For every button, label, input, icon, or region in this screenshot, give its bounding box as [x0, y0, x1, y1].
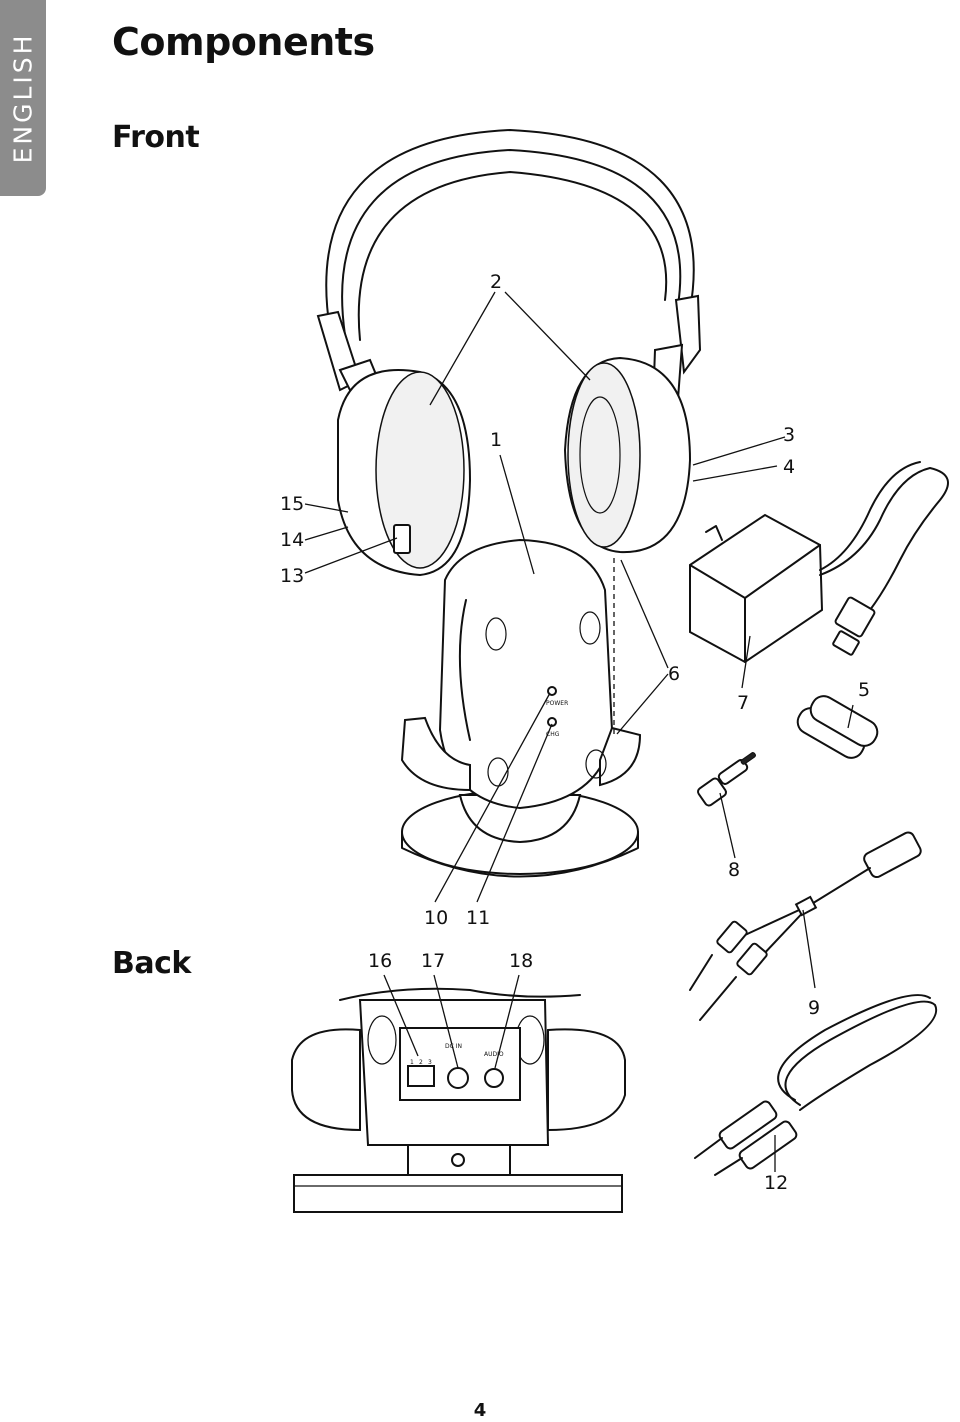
stereo-cable-illustration	[694, 994, 938, 1176]
jack-adapter-illustration	[697, 752, 756, 807]
callout-14: 14	[280, 529, 304, 551]
callout-18: 18	[509, 950, 533, 972]
page-number: 4	[473, 1400, 487, 1421]
batteries-illustration	[796, 695, 879, 759]
audio-label: AUDIO	[484, 1051, 504, 1058]
section-heading-front: Front	[112, 120, 200, 155]
callout-8: 8	[728, 859, 740, 881]
dc-in-label: DC IN	[445, 1043, 462, 1050]
channel-1-label: 1	[410, 1059, 414, 1066]
callout-6: 6	[668, 663, 680, 685]
callout-7: 7	[737, 692, 749, 714]
callout-2: 2	[490, 271, 502, 293]
charge-led-label: CHG	[546, 731, 560, 738]
callout-leader-lines	[304, 291, 854, 1172]
callout-11: 11	[466, 907, 490, 929]
y-cable-illustration	[689, 831, 922, 1021]
callout-10: 10	[424, 907, 448, 929]
channel-3-label: 3	[428, 1059, 432, 1066]
callout-3: 3	[783, 424, 795, 446]
language-tab: ENGLISH	[0, 0, 46, 196]
callout-15: 15	[280, 493, 304, 515]
channel-2-label: 2	[419, 1059, 423, 1066]
callout-numbers: 2 1 3 4 15 14 13 6 7 5 8 10 11 9 16 17 1…	[280, 271, 870, 1194]
page-title: Components	[112, 20, 375, 64]
callout-17: 17	[421, 950, 445, 972]
callout-5: 5	[858, 679, 870, 701]
headphones-illustration	[316, 129, 702, 577]
charging-stand-illustration: POWER CHG	[400, 538, 642, 878]
callout-12: 12	[764, 1172, 788, 1194]
callout-13: 13	[280, 565, 304, 587]
power-led-label: POWER	[546, 700, 568, 707]
section-heading-back: Back	[112, 946, 191, 981]
power-adaptor-illustration	[689, 461, 949, 664]
stand-back-illustration: DC IN AUDIO 1 2 3	[291, 987, 626, 1213]
callout-16: 16	[368, 950, 392, 972]
callout-4: 4	[783, 456, 795, 478]
callout-9: 9	[808, 997, 820, 1019]
callout-1: 1	[490, 429, 502, 451]
